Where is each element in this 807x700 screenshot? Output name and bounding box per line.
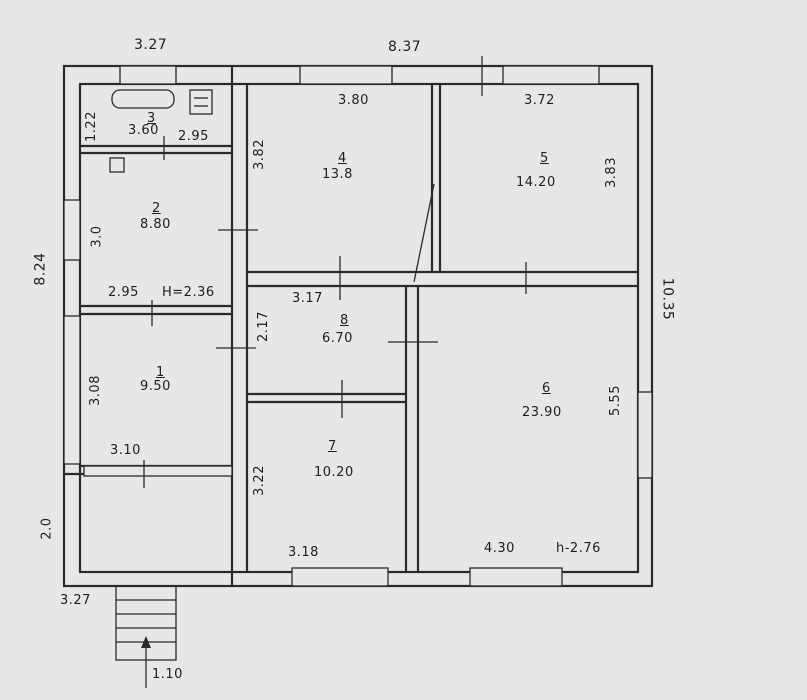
window-top-mid	[299, 65, 393, 85]
sink	[189, 89, 213, 115]
room-4-number: 4	[338, 151, 347, 166]
room-5-dim-2: 3.83	[603, 157, 619, 188]
room-7-number: 7	[328, 439, 337, 454]
room-8-dim-2: 2.17	[255, 311, 271, 342]
dim-left: 8.24	[32, 252, 49, 286]
room-3-area: 3.60	[128, 123, 159, 138]
stove-icon	[109, 157, 125, 173]
room-2-height: H=2.36	[162, 285, 215, 300]
room-6-number: 6	[542, 381, 551, 396]
dim-right: 10.35	[659, 277, 676, 321]
room-1-area: 9.50	[140, 379, 171, 394]
dim-top-right: 8.37	[388, 39, 422, 55]
room-8-dim-1: 3.17	[292, 291, 323, 306]
room-3-dim-2: 2.95	[178, 129, 209, 144]
window-bottom-1	[291, 567, 389, 587]
dim-bottom-left: 3.27	[60, 593, 91, 608]
room-6-dim-2: 4.30	[484, 541, 515, 556]
room-1-dim-1: 3.08	[87, 375, 103, 406]
bathtub	[111, 89, 175, 109]
room-5-number: 5	[540, 151, 549, 166]
dim-porch: 2.0	[39, 517, 55, 540]
dim-top-left: 3.27	[134, 37, 168, 53]
room-5-area: 14.20	[516, 175, 556, 190]
porch	[63, 473, 233, 587]
window-top-right	[502, 65, 600, 85]
window-left-1	[63, 199, 81, 261]
room-2-area: 8.80	[140, 217, 171, 232]
room-7-area: 10.20	[314, 465, 354, 480]
room-6-height: h-2.76	[556, 541, 601, 556]
room-1-number: 1	[156, 365, 165, 380]
room-4-dim-2: 3.82	[251, 139, 267, 170]
room-6-area: 23.90	[522, 405, 562, 420]
window-left-2	[63, 315, 81, 465]
room-8-area: 6.70	[322, 331, 353, 346]
room-7-dim-2: 3.18	[288, 545, 319, 560]
dim-stairs: 1.10	[152, 667, 183, 682]
room-5-dim-1: 3.72	[524, 93, 555, 108]
window-right	[637, 391, 653, 479]
window-bottom-2	[469, 567, 563, 587]
room-4-dim-1: 3.80	[338, 93, 369, 108]
window-porch	[83, 465, 233, 477]
room-4-area: 13.8	[322, 167, 353, 182]
room-1-dim-2: 3.10	[110, 443, 141, 458]
window-top-left	[119, 65, 177, 85]
room-3-number: 3	[147, 111, 156, 126]
room-2-number: 2	[152, 201, 161, 216]
room-7-dim-1: 3.22	[251, 465, 267, 496]
room-8-number: 8	[340, 313, 349, 328]
room-2-dim-1: 3.0	[89, 225, 105, 248]
room-2-dim-2: 2.95	[108, 285, 139, 300]
room-6-dim-1: 5.55	[607, 385, 623, 416]
door-room4	[413, 183, 435, 283]
room-3-dim-1: 1.22	[83, 111, 99, 142]
